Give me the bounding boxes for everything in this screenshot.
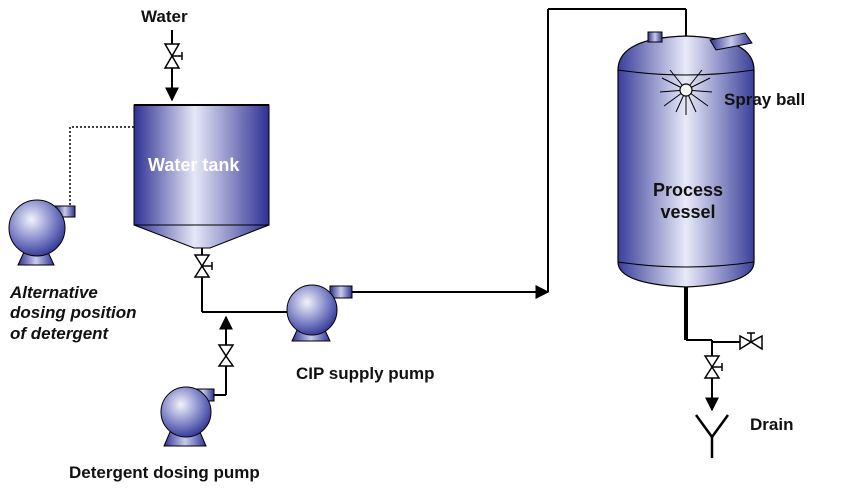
alternative-dosing-label: Alternative dosing position of detergent	[10, 283, 137, 343]
drain-label: Drain	[750, 415, 794, 434]
process-vessel-label: Process vessel	[652, 180, 724, 222]
cip-supply-line	[352, 8, 693, 299]
drain-valve-icon	[703, 355, 723, 379]
drain-line	[684, 287, 740, 412]
tank-outlet-valve-icon	[193, 248, 213, 312]
detergent-check-valve-icon	[217, 344, 235, 367]
water-tank-label: Water tank	[148, 155, 240, 175]
cip-supply-pump-icon	[286, 284, 353, 342]
alternative-dosing-line	[69, 126, 134, 205]
detergent-dosing-line	[213, 315, 233, 396]
sample-valve-icon	[739, 332, 763, 351]
spray-ball-icon	[659, 69, 713, 115]
water-tank	[133, 104, 270, 249]
detergent-dosing-pump-icon	[160, 386, 215, 447]
process-vessel	[617, 31, 755, 288]
alternative-dosing-pump-icon	[8, 199, 76, 266]
spray-ball-label: Spray ball	[724, 90, 806, 109]
water-inlet-valve-icon	[163, 43, 183, 69]
detergent-dosing-pump-label: Detergent dosing pump	[69, 463, 260, 482]
water-label: Water	[141, 7, 188, 26]
drain-funnel-icon	[694, 414, 730, 458]
cip-supply-pump-label: CIP supply pump	[296, 364, 435, 383]
